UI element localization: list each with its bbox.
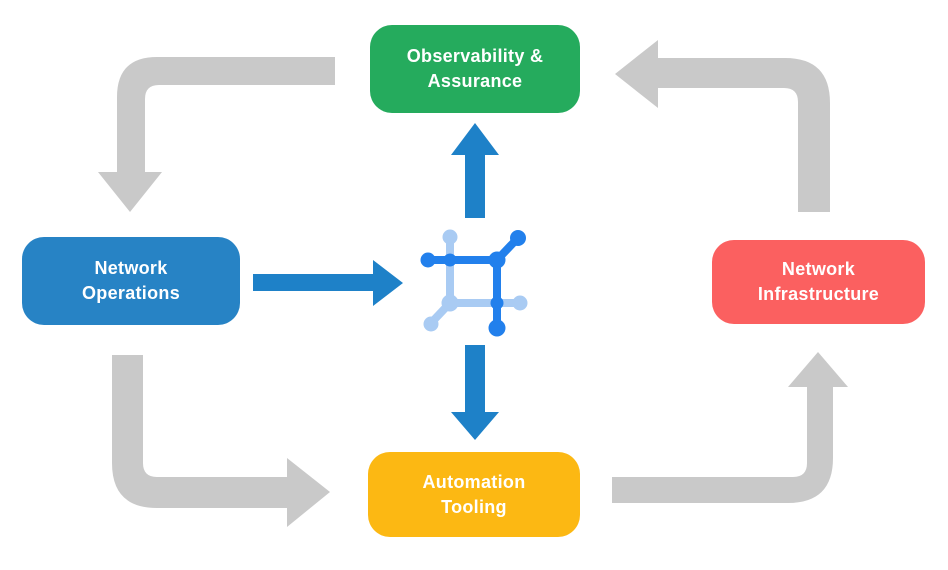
arrow-observability-to-operations-icon: [98, 57, 335, 212]
node-network-operations-label: Network Operations: [81, 258, 181, 303]
node-network-infrastructure-label: Network Infrastructure: [757, 259, 880, 304]
icon-dark-crossing-bottom-right: [490, 296, 504, 310]
icon-light-node-bottom-left: [423, 316, 439, 332]
arrow-infrastructure-to-observability-icon: [615, 40, 830, 212]
icon-light-node-right: [512, 295, 528, 311]
icon-dark-junction: [488, 251, 506, 269]
arrow-operations-to-center-icon: [253, 260, 403, 306]
node-automation-tooling: Automation Tooling: [368, 452, 580, 537]
arrow-tooling-to-infrastructure-icon: [612, 352, 848, 503]
icon-dark-node-top-right: [510, 230, 526, 246]
node-network-infrastructure: Network Infrastructure: [712, 240, 925, 324]
icon-dark-node-left: [420, 252, 436, 268]
node-network-operations: Network Operations: [22, 237, 240, 325]
icon-dark-node-bottom: [488, 319, 506, 337]
arrow-operations-to-tooling-icon: [112, 355, 330, 527]
icon-light-node-top: [442, 229, 458, 245]
icon-dark-crossing-top-left: [443, 253, 457, 267]
icon-light-junction: [441, 294, 459, 312]
node-automation-tooling-label: Automation Tooling: [422, 471, 526, 517]
arrow-center-to-observability-icon: [451, 123, 499, 218]
node-observability-assurance: Observability & Assurance: [370, 25, 580, 113]
network-node-icon: [420, 229, 528, 337]
node-observability-assurance-label: Observability & Assurance: [406, 46, 544, 91]
arrow-center-to-tooling-icon: [451, 345, 499, 440]
